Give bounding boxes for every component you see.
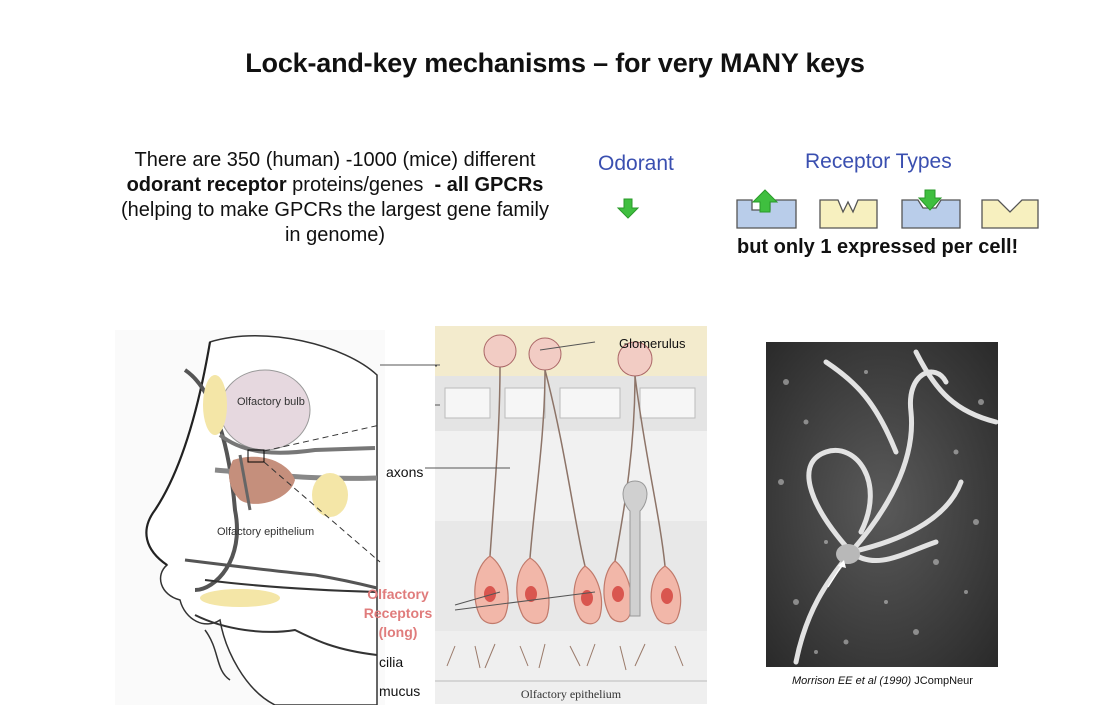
- body-line-3: (helping to make GPCRs the largest gene …: [121, 199, 549, 221]
- body-line-2: odorant receptor proteins/genes - all GP…: [95, 173, 575, 198]
- receptor-yellow-w-icon: [819, 199, 878, 229]
- body-line-4: in genome): [284, 224, 386, 246]
- olfactory-receptors-label: Olfactory Receptors (long): [358, 585, 438, 642]
- axons-label: axons: [386, 464, 424, 480]
- caption-italic: Morrison EE et al (1990): [792, 675, 912, 687]
- expressed-note: but only 1 expressed per cell!: [737, 236, 1019, 258]
- body-line-1: There are 350 (human) -1000 (mice) diffe…: [134, 149, 536, 171]
- body-text: There are 350 (human) -1000 (mice) diffe…: [95, 148, 575, 248]
- olfactory-epithelium-figure: Olfactory epithelium: [435, 326, 707, 704]
- odorant-arrow-icon: [616, 198, 640, 219]
- cilia-label: cilia: [379, 654, 404, 670]
- body-bold-gpcrs: - all GPCRs: [434, 174, 544, 196]
- slide-title: Lock-and-key mechanisms – for very MANY …: [245, 48, 865, 78]
- mucus-label: mucus: [379, 683, 421, 699]
- glomerulus-label: Glomerulus: [619, 336, 686, 351]
- olfactory-bulb-label: Olfactory bulb: [237, 396, 305, 408]
- epithelium-caption: Olfactory epithelium: [521, 687, 622, 701]
- micrograph-figure: [766, 342, 998, 667]
- receptor-types-label: Receptor Types: [805, 150, 952, 173]
- head-cross-section-figure: Olfactory bulb Olfactory epithelium: [115, 330, 385, 705]
- micrograph-caption: Morrison EE et al (1990) JCompNeur: [792, 675, 973, 687]
- body-line-2-rest: proteins/genes: [286, 174, 435, 196]
- odorant-label: Odorant: [598, 152, 674, 175]
- caption-rest: JCompNeur: [911, 675, 973, 687]
- receptor-blue-down-icon: [901, 189, 961, 229]
- pointer-lines: [380, 341, 596, 611]
- olfactory-epithelium-label: Olfactory epithelium: [217, 526, 314, 538]
- receptor-blue-up-icon: [736, 189, 797, 229]
- receptors-line-1: Olfactory: [367, 586, 429, 602]
- odorant-receptor-icons: [616, 189, 1039, 229]
- receptors-line-3: (long): [378, 624, 418, 640]
- receptor-yellow-v-icon: [981, 199, 1039, 229]
- body-bold-receptor: odorant receptor: [126, 174, 287, 196]
- receptors-line-2: Receptors: [363, 605, 433, 621]
